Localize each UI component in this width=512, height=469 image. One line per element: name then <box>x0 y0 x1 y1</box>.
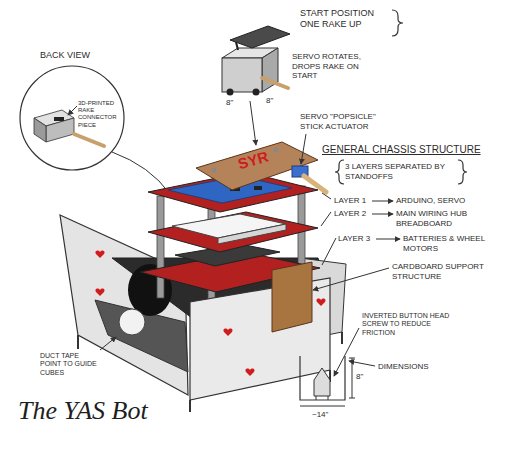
robot-body-part <box>172 214 286 238</box>
robot-body-part <box>245 369 254 376</box>
dimension-sketch-part <box>300 356 345 400</box>
dimension: 8" <box>226 98 233 108</box>
dimension-sketch-part <box>314 368 330 396</box>
section-heading: DIMENSIONS <box>378 362 429 372</box>
view-label: BACK VIEW <box>40 50 90 61</box>
dimension-sketch-part <box>328 396 329 400</box>
part-label: CARDBOARD SUPPORT STRUCTURE <box>392 262 492 281</box>
dimension-sketch-part <box>349 358 355 359</box>
start-position-sketch-part <box>230 26 290 48</box>
robot-body-part <box>272 262 312 332</box>
robot-body-part <box>274 148 279 153</box>
leader-lines-part <box>349 361 375 366</box>
back-view-sketch-part <box>54 117 64 121</box>
layer-label: LAYER 1 <box>334 196 366 206</box>
back-view-sketch <box>20 66 124 170</box>
leader-lines-part <box>372 201 393 202</box>
start-position-sketch-part <box>222 58 262 92</box>
dimension-sketch-part <box>349 398 355 399</box>
robot-body-part <box>189 400 191 412</box>
robot-body-part <box>95 251 104 258</box>
leader-lines-part <box>376 239 400 240</box>
step-note: START POSITION ONE RAKE UP <box>300 8 388 30</box>
robot-body-part <box>254 186 262 190</box>
robot-body-part <box>341 332 343 344</box>
dimension: 8" <box>356 372 363 382</box>
part-label: SERVO "POPSICLE" STICK ACTUATOR <box>300 112 382 131</box>
leader-lines-part <box>322 238 336 265</box>
brace <box>458 160 467 184</box>
robot-body-part <box>316 299 325 306</box>
start-position-sketch-part <box>262 48 278 92</box>
dimension-sketch-part <box>300 406 345 407</box>
robot-body-part <box>95 289 104 296</box>
leader-line <box>112 152 170 194</box>
layer-contents: ARDUINO, SERVO <box>396 196 465 206</box>
robot-body-part <box>77 335 79 349</box>
robot-body-part <box>157 196 164 298</box>
start-position-sketch-part <box>236 42 238 50</box>
part-note: INVERTED BUTTON HEAD SCREW TO REDUCE FRI… <box>362 312 450 337</box>
start-position-sketch-part <box>262 78 288 88</box>
brace <box>392 10 403 36</box>
layer-label: LAYER 3 <box>338 234 370 244</box>
leader-lines-part <box>321 212 331 226</box>
layer-contents: BATTERIES & WHEEL MOTORS <box>403 234 503 253</box>
leader-lines-part <box>313 268 389 290</box>
robot-body-part <box>60 215 188 395</box>
leader-lines-part <box>372 214 393 215</box>
robot-body <box>60 142 346 412</box>
step-note: SERVO ROTATES, DROPS RAKE ON START <box>292 52 372 81</box>
robot-body-part <box>148 212 318 252</box>
section-heading: GENERAL CHASSIS STRUCTURE <box>322 144 481 156</box>
robot-body-part <box>196 142 318 190</box>
dimension-sketch-part <box>316 396 317 400</box>
robot-body-part <box>119 309 145 335</box>
back-view-sketch-part <box>46 118 74 142</box>
dimension: 8" <box>266 96 273 106</box>
robot-body-part <box>223 329 232 336</box>
back-view-sketch-part <box>74 134 104 146</box>
start-position-sketch <box>222 26 290 96</box>
leader-lines-part <box>301 134 306 164</box>
layer-contents: MAIN WIRING HUB BREADBOARD <box>396 209 496 228</box>
back-view-sketch-part <box>68 106 77 115</box>
brace <box>335 160 344 184</box>
part-note: 3D-PRINTED RAKE CONNECTOR PIECE <box>78 100 116 129</box>
start-position-sketch-part <box>227 89 234 96</box>
leader-lines-part <box>322 193 331 199</box>
start-position-sketch-part <box>253 89 260 96</box>
part-note: DUCT TAPE POINT TO GUIDE CUBES <box>40 352 100 377</box>
dimension-sketch <box>300 356 355 406</box>
leader-lines-part <box>334 328 359 376</box>
robot-body-part <box>212 168 217 173</box>
back-view-sketch-part <box>20 66 124 170</box>
layer-label: LAYER 2 <box>334 209 366 219</box>
dimension: ~14" <box>312 410 328 420</box>
robot-body-part <box>218 224 286 244</box>
robot-body-part <box>304 176 326 192</box>
leader-lines-part <box>100 337 116 350</box>
section-note: 3 LAYERS SEPARATED BY STANDOFFS <box>345 162 455 181</box>
title: The YAS Bot <box>18 396 148 426</box>
back-view-sketch-part <box>34 118 46 142</box>
leader-line <box>250 101 256 145</box>
dimension-sketch-part <box>352 358 353 398</box>
